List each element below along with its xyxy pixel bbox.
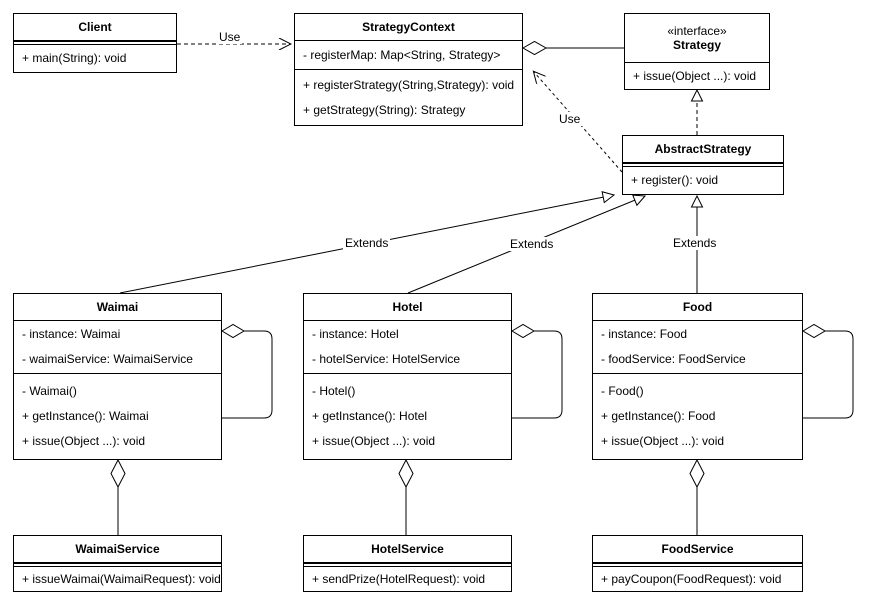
member-row: + issue(Object ...): void [633, 68, 757, 83]
methods-compartment-waimai-service: + issueWaimai(WaimaiRequest): void [14, 566, 221, 591]
member-row: - foodService: FoodService [601, 352, 746, 366]
class-box-strategy[interactable]: «interface» Strategy + issue(Object ...)… [624, 13, 770, 90]
edge-label-use-client: Use [217, 30, 243, 44]
class-box-client[interactable]: Client + main(String): void [13, 13, 177, 73]
member-row: - instance: Food [601, 327, 688, 341]
class-title-waimai-service: WaimaiService [14, 536, 221, 562]
member-row: + main(String): void [22, 51, 127, 65]
class-box-hotel-service[interactable]: HotelService + sendPrize(HotelRequest): … [303, 535, 512, 592]
methods-compartment-food-service: + payCoupon(FoodRequest): void [593, 566, 802, 591]
edge-hotel-self-aggregation [511, 323, 563, 419]
edge-waimai-self-aggregation [221, 323, 273, 419]
class-box-abstract-strategy[interactable]: AbstractStrategy + register(): void [622, 135, 784, 195]
edge-waimai-aggregates-service [110, 458, 126, 535]
methods-compartment-abstract-strategy: + register(): void [623, 166, 783, 194]
class-title-abstract-strategy: AbstractStrategy [623, 136, 783, 162]
member-row: - hotelService: HotelService [312, 352, 461, 366]
member-row: + issue(Object ...): void [22, 434, 146, 448]
methods-compartment-hotel-service: + sendPrize(HotelRequest): void [304, 566, 511, 591]
edge-label-use-abstract: Use [557, 112, 583, 126]
attributes-compartment-strategy-context: - registerMap: Map<String, Strategy> [295, 40, 522, 69]
methods-compartment-strategy-context: + registerStrategy(String,Strategy): voi… [295, 69, 522, 125]
class-name-food-service: FoodService [661, 541, 734, 556]
class-title-food: Food [593, 294, 802, 320]
member-row: + getInstance(): Waimai [22, 409, 149, 423]
edge-label-extends-food: Extends [671, 236, 719, 250]
member-row: + issue(Object ...): void [312, 434, 436, 448]
methods-compartment-waimai: - Waimai() + getInstance(): Waimai + iss… [14, 373, 221, 459]
member-row: - instance: Waimai [22, 327, 121, 341]
class-name-food: Food [682, 299, 713, 314]
attributes-compartment-client [14, 40, 176, 44]
methods-compartment-food: - Food() + getInstance(): Food + issue(O… [593, 373, 802, 459]
edge-food-aggregates-service [689, 458, 705, 535]
class-box-food[interactable]: Food - instance: Food - foodService: Foo… [592, 293, 803, 460]
member-row: + registerStrategy(String,Strategy): voi… [303, 77, 515, 92]
methods-compartment-strategy: + issue(Object ...): void [625, 62, 769, 89]
class-name-hotel: Hotel [392, 299, 423, 314]
class-box-hotel[interactable]: Hotel - instance: Hotel - hotelService: … [303, 293, 512, 460]
class-name-strategy-context: StrategyContext [362, 19, 455, 34]
class-box-food-service[interactable]: FoodService + payCoupon(FoodRequest): vo… [592, 535, 803, 592]
member-row: + payCoupon(FoodRequest): void [601, 571, 782, 586]
class-box-waimai[interactable]: Waimai - instance: Waimai - waimaiServic… [13, 293, 222, 460]
class-name-hotel-service: HotelService [371, 541, 444, 556]
member-row: + issueWaimai(WaimaiRequest): void [22, 571, 221, 586]
edge-hotel-aggregates-service [398, 458, 414, 535]
attributes-compartment-food-service [593, 562, 802, 566]
member-row: - instance: Hotel [312, 327, 399, 341]
member-row: + getInstance(): Food [601, 409, 716, 423]
member-row: - registerMap: Map<String, Strategy> [303, 47, 501, 62]
class-name-waimai-service: WaimaiService [75, 541, 160, 556]
class-title-client: Client [14, 14, 176, 40]
attributes-compartment-hotel-service [304, 562, 511, 566]
class-name-client: Client [78, 19, 112, 34]
class-box-waimai-service[interactable]: WaimaiService + issueWaimai(WaimaiReques… [13, 535, 222, 592]
class-title-hotel: Hotel [304, 294, 511, 320]
class-name-waimai: Waimai [96, 299, 139, 314]
member-row: + register(): void [631, 173, 719, 187]
edge-label-extends-hotel: Extends [508, 237, 556, 251]
class-title-waimai: Waimai [14, 294, 221, 320]
member-row: - waimaiService: WaimaiService [22, 352, 193, 366]
member-row: + sendPrize(HotelRequest): void [312, 571, 486, 586]
class-stereotype-strategy: «interface» [667, 23, 727, 38]
class-title-hotel-service: HotelService [304, 536, 511, 562]
attributes-compartment-waimai: - instance: Waimai - waimaiService: Waim… [14, 320, 221, 373]
attributes-compartment-hotel: - instance: Hotel - hotelService: HotelS… [304, 320, 511, 373]
attributes-compartment-food: - instance: Food - foodService: FoodServ… [593, 320, 802, 373]
attributes-compartment-waimai-service [14, 562, 221, 566]
class-title-strategy-context: StrategyContext [295, 14, 522, 40]
methods-compartment-hotel: - Hotel() + getInstance(): Hotel + issue… [304, 373, 511, 459]
member-row: - Hotel() [312, 384, 356, 398]
edge-food-self-aggregation [802, 323, 854, 419]
member-row: + issue(Object ...): void [601, 434, 725, 448]
attributes-compartment-abstract-strategy [623, 162, 783, 166]
class-title-strategy: «interface» Strategy [625, 14, 769, 62]
edge-context-aggregates-strategy [521, 40, 624, 56]
class-name-abstract-strategy: AbstractStrategy [654, 141, 752, 156]
member-row: + getInstance(): Hotel [312, 409, 428, 423]
class-box-strategy-context[interactable]: StrategyContext - registerMap: Map<Strin… [294, 13, 523, 126]
edge-label-extends-waimai: Extends [343, 236, 391, 250]
class-title-food-service: FoodService [593, 536, 802, 562]
member-row: + getStrategy(String): Strategy [303, 102, 466, 117]
class-name-strategy: Strategy [672, 38, 722, 52]
member-row: - Food() [601, 384, 644, 398]
methods-compartment-client: + main(String): void [14, 44, 176, 72]
member-row: - Waimai() [22, 384, 77, 398]
